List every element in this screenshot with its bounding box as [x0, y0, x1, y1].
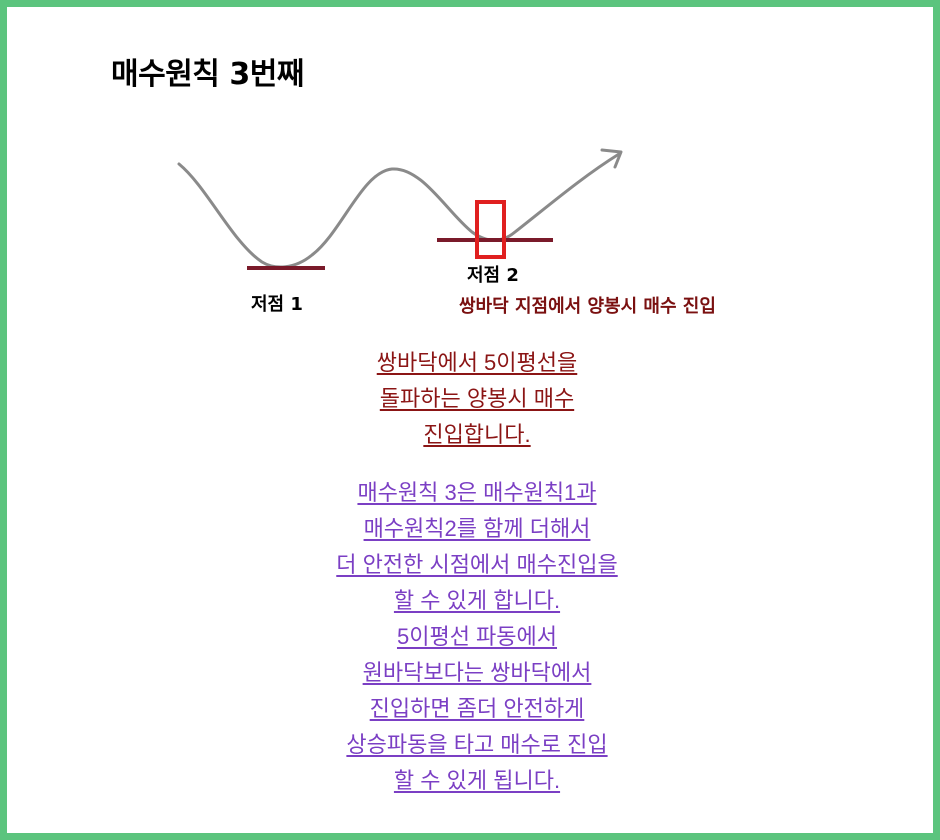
bullish-candle-marker: [475, 200, 506, 259]
paragraph-line: 원바닥보다는 쌍바닥에서: [362, 660, 592, 685]
paragraph-line: 할 수 있게 됩니다.: [393, 768, 561, 793]
low2-label: 저점 2: [467, 265, 519, 286]
page-title: 매수원칙 3번째: [111, 57, 304, 92]
arrow-head-icon: [600, 148, 623, 169]
paragraph-line: 더 안전한 시점에서 매수진입을: [336, 552, 618, 577]
price-wave-curve: [177, 152, 621, 269]
low1-label: 저점 1: [251, 294, 303, 315]
paragraph-line: 5이평선 파동에서: [396, 624, 558, 649]
paragraph-line: 진입합니다.: [423, 422, 531, 447]
paragraph-line: 매수원칙2를 함께 더해서: [363, 516, 591, 541]
entry-point-label: 쌍바닥 지점에서 양봉시 매수 진입: [459, 296, 716, 317]
paragraph-line: 돌파하는 양봉시 매수: [379, 386, 575, 411]
paragraph-line: 매수원칙 3은 매수원칙1과: [357, 480, 597, 505]
double-bottom-diagram: [177, 148, 623, 270]
paragraph-line: 쌍바닥에서 5이평선을: [376, 350, 578, 375]
paragraph-line: 상승파동을 타고 매수로 진입: [346, 732, 608, 757]
entry-rule-paragraph: 쌍바닥에서 5이평선을 돌파하는 양봉시 매수 진입합니다.: [7, 345, 940, 453]
paragraph-line: 할 수 있게 합니다.: [393, 588, 561, 613]
explanation-paragraph: 매수원칙 3은 매수원칙1과 매수원칙2를 함께 더해서 더 안전한 시점에서 …: [7, 475, 940, 799]
paragraph-line: 진입하면 좀더 안전하게: [369, 696, 585, 721]
